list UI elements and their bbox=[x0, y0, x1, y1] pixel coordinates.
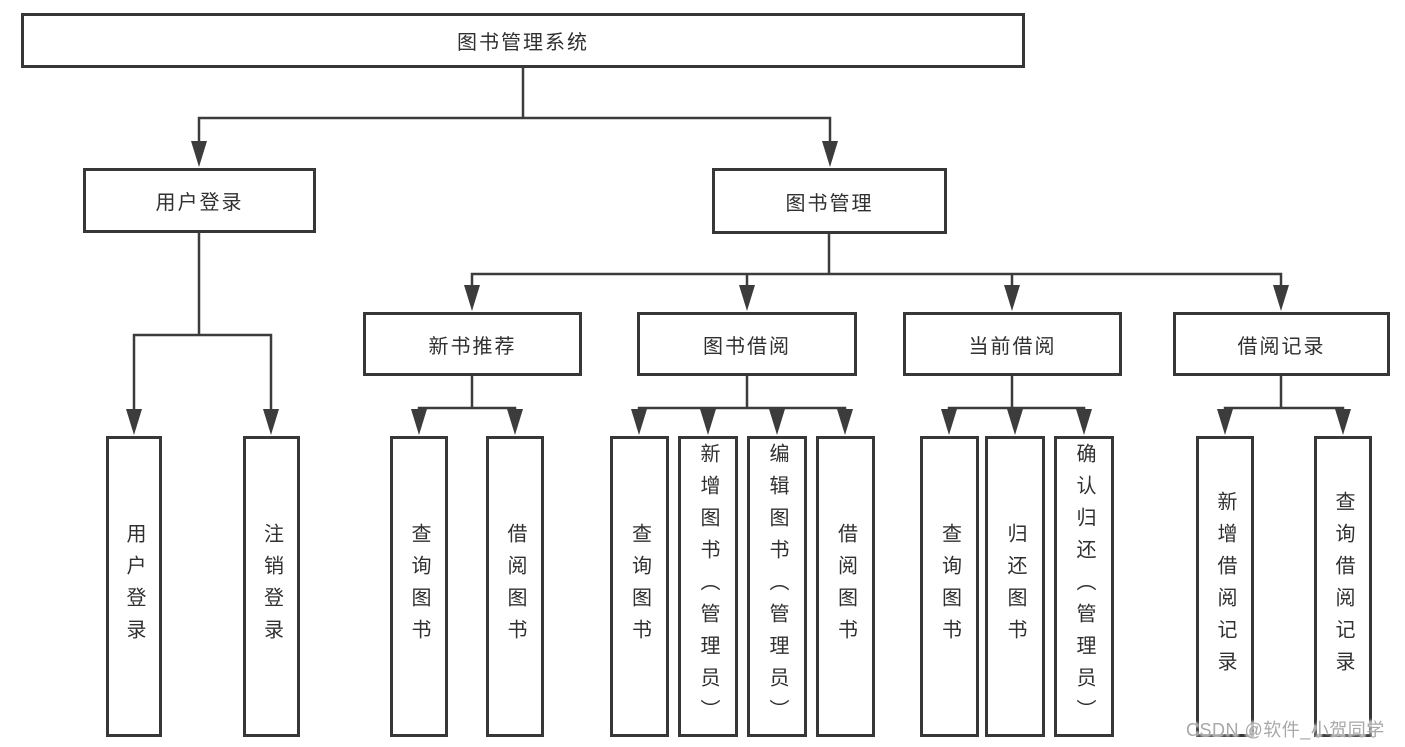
leaf-confirm-return-admin: 确认归还（管理员） bbox=[1054, 436, 1114, 737]
leaf-return-books: 归还图书 bbox=[985, 436, 1045, 737]
node-label: 借阅记录 bbox=[1237, 335, 1326, 358]
node-label: 用户登录 bbox=[155, 192, 244, 214]
node-label: 当前借阅 bbox=[968, 335, 1057, 358]
node-new-book-recommend: 新书推荐 bbox=[363, 312, 582, 376]
leaf-query-books-borrow: 查询图书 bbox=[610, 436, 669, 737]
node-label: 查询借阅记录 bbox=[1332, 490, 1354, 683]
node-label: 查询图书 bbox=[938, 522, 961, 651]
node-label: 图书借阅 bbox=[703, 335, 791, 358]
node-current-borrow: 当前借阅 bbox=[903, 312, 1122, 376]
node-label: 归还图书 bbox=[1004, 522, 1026, 651]
node-label: 借阅图书 bbox=[504, 522, 526, 651]
node-borrow-records: 借阅记录 bbox=[1173, 312, 1390, 376]
leaf-add-borrow-record: 新增借阅记录 bbox=[1196, 436, 1254, 737]
node-label: 查询图书 bbox=[628, 522, 651, 651]
leaf-query-borrow-record: 查询借阅记录 bbox=[1314, 436, 1372, 737]
node-library-system: 图书管理系统 bbox=[21, 13, 1025, 68]
node-label: 用户登录 bbox=[123, 522, 145, 651]
node-user-login-branch: 用户登录 bbox=[83, 168, 316, 233]
leaf-borrow-books-recommend: 借阅图书 bbox=[486, 436, 544, 737]
node-book-borrow: 图书借阅 bbox=[637, 312, 857, 376]
leaf-query-books-current: 查询图书 bbox=[920, 436, 979, 737]
leaf-borrow-books: 借阅图书 bbox=[816, 436, 875, 737]
leaf-user-login: 用户登录 bbox=[106, 436, 162, 737]
node-label: 查询图书 bbox=[408, 522, 430, 651]
node-label: 图书管理 bbox=[785, 192, 874, 215]
node-label: 新增图书（管理员） bbox=[697, 442, 719, 731]
csdn-watermark: CSDN @软件_小贺同学 bbox=[1186, 720, 1385, 740]
node-label: 新书推荐 bbox=[428, 335, 517, 358]
node-label: 图书管理系统 bbox=[457, 32, 589, 54]
leaf-query-books-recommend: 查询图书 bbox=[390, 436, 448, 737]
node-label: 借阅图书 bbox=[834, 522, 857, 651]
node-label: 注销登录 bbox=[260, 522, 283, 651]
leaf-logout: 注销登录 bbox=[243, 436, 300, 737]
node-label: 编辑图书（管理员） bbox=[766, 442, 788, 731]
leaf-add-books-admin: 新增图书（管理员） bbox=[678, 436, 738, 737]
leaf-edit-books-admin: 编辑图书（管理员） bbox=[747, 436, 807, 737]
node-label: 确认归还（管理员） bbox=[1073, 442, 1095, 731]
node-book-management: 图书管理 bbox=[712, 168, 947, 234]
node-label: 新增借阅记录 bbox=[1214, 490, 1236, 683]
